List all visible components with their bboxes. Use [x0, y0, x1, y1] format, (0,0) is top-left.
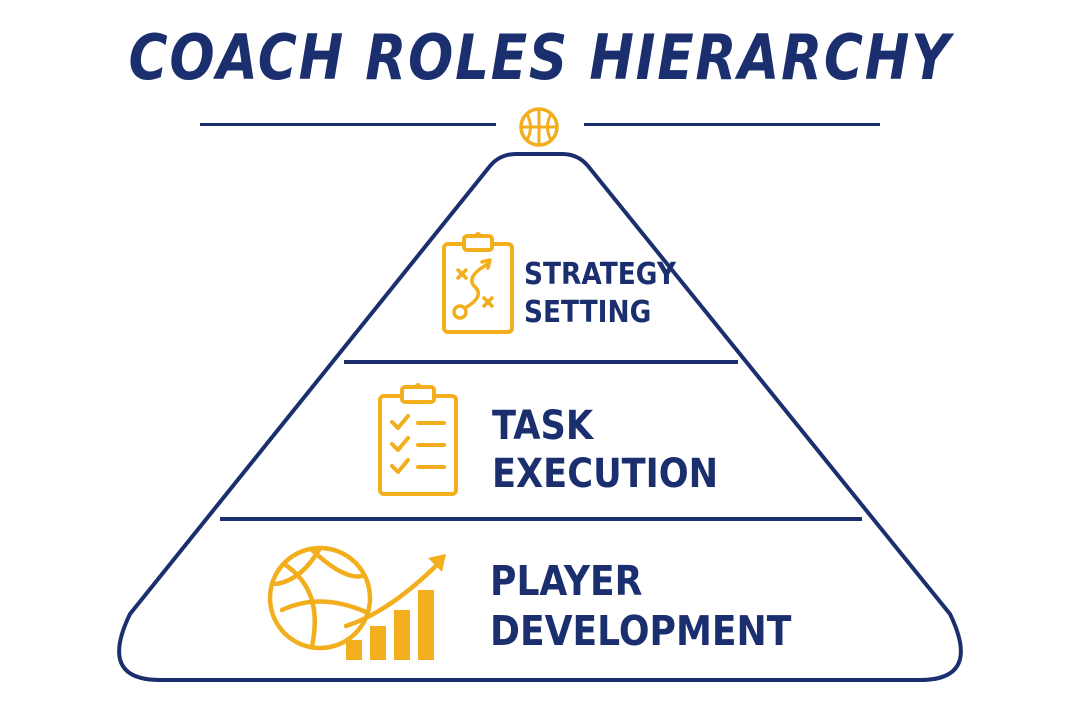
tier-label-line: TASK: [492, 403, 594, 449]
tier-label-line: PLAYER: [490, 557, 643, 605]
tier-label-strategy-setting: STRATEGY SETTING: [524, 256, 676, 332]
title-divider-left: [200, 123, 496, 126]
title-divider-right: [584, 123, 880, 126]
page-title: COACH ROLES HIERARCHY: [128, 21, 952, 94]
clipboard-play-diagram-icon: [442, 232, 514, 334]
tier-label-player-development: PLAYER DEVELOPMENT: [490, 556, 791, 656]
clipboard-checklist-icon: [378, 383, 458, 496]
tier-label-line: EXECUTION: [492, 451, 719, 497]
basketball-icon: [519, 107, 559, 147]
tier-label-task-execution: TASK EXECUTION: [492, 402, 718, 498]
tier-label-line: DEVELOPMENT: [490, 607, 792, 655]
basketball-growth-chart-icon: [267, 545, 446, 660]
tier-label-line: STRATEGY: [524, 257, 676, 292]
tier-label-line: SETTING: [524, 295, 652, 330]
pyramid-outline: [117, 152, 963, 682]
